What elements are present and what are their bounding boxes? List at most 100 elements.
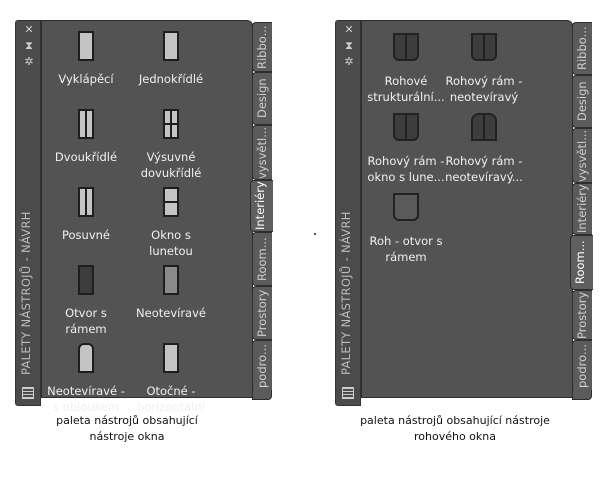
auto-hide-icon[interactable]: ⧗: [345, 39, 353, 52]
palette-title: PALETY NÁSTROJŮ - NÁVRH: [19, 211, 33, 375]
tool-item-label: Otočné - horizontální: [137, 384, 205, 414]
tool-item[interactable]: Roh - otvor s rámem: [364, 191, 448, 269]
tab-ribbo[interactable]: Ribbo...: [252, 22, 272, 72]
tilt-window-icon: [71, 29, 101, 63]
window-frame: [163, 343, 179, 373]
tool-palette-corner-windows: ✕ ⧗ ✲ PALETY NÁSTROJŮ - NÁVRH Rohové struktu…: [335, 20, 593, 406]
tool-item[interactable]: Výsuvné dovukřídlé: [129, 107, 213, 185]
caption-left: paleta nástrojů obsahující nástroje okna: [27, 413, 227, 445]
caption-line: paleta nástrojů obsahující: [56, 414, 198, 427]
tool-item[interactable]: Rohový rám - okno s lune...: [364, 111, 448, 189]
tool-item-label: Neotevíravé - s obloukem: [47, 384, 125, 414]
palette-title-bar[interactable]: ✕ ⧗ ✲ PALETY NÁSTROJŮ - NÁVRH: [15, 20, 41, 406]
tab-vysvtl[interactable]: vysvětl...: [252, 125, 272, 180]
tool-item[interactable]: Rohové strukturální...: [364, 31, 448, 109]
tab-prostory[interactable]: Prostory: [252, 286, 272, 340]
tool-item-label: Jednokřídlé: [138, 72, 204, 86]
stray-dot: [314, 233, 316, 235]
caption-line: rohového okna: [413, 430, 496, 443]
palette-menu-icon[interactable]: [342, 387, 354, 399]
corner-line: [483, 33, 485, 61]
caption-line: paleta nástrojů obsahující nástroje: [360, 414, 550, 427]
caption-right: paleta nástrojů obsahující nástroje rohov…: [335, 413, 575, 445]
tool-item[interactable]: Neotevíravé - s obloukem: [44, 341, 128, 419]
caption-line: nástroje okna: [89, 430, 165, 443]
tool-item[interactable]: Vyklápěcí: [44, 29, 128, 107]
auto-hide-icon[interactable]: ⧗: [25, 39, 33, 52]
tab-room[interactable]: Room...: [570, 235, 593, 290]
tool-item[interactable]: Otočné - horizontální: [129, 341, 213, 419]
tool-item[interactable]: Neotevíravé: [129, 263, 213, 341]
corner-structural-window-icon: [391, 31, 421, 65]
palette-content: Rohové strukturální...Rohový rám - neote…: [361, 20, 573, 398]
transom-window-icon: [156, 185, 186, 219]
tool-item-label: Neotevíravé: [136, 306, 206, 320]
tool-item-label: Rohový rám - okno s lune...: [367, 154, 445, 184]
mullion: [85, 109, 87, 139]
corner-line: [405, 33, 407, 61]
tab-stack-edge: [252, 390, 272, 400]
properties-icon[interactable]: ✲: [344, 55, 354, 68]
tool-item-label: Výsuvné dovukřídlé: [140, 150, 202, 180]
tab-interiry[interactable]: Interiéry: [250, 180, 273, 232]
double-casement-window-icon: [71, 107, 101, 141]
tab-vysvtl[interactable]: vysvětl...: [572, 128, 592, 183]
tool-item-label: Rohový rám - neotevíravý: [445, 74, 523, 104]
tool-item-label: Rohový rám - neotevíravý...: [445, 154, 523, 184]
tool-item[interactable]: Rohový rám - neotevíravý...: [442, 111, 526, 189]
tab-interiry[interactable]: Interiéry: [572, 183, 592, 235]
corner-line: [405, 113, 407, 141]
rail: [163, 201, 179, 203]
palette-title-bar[interactable]: ✕ ⧗ ✲ PALETY NÁSTROJŮ - NÁVRH: [335, 20, 361, 406]
tab-design[interactable]: Design: [252, 72, 272, 125]
tab-prostory[interactable]: Prostory: [572, 290, 592, 340]
tool-item[interactable]: Posuvné: [44, 185, 128, 263]
corner-frame: [393, 193, 419, 221]
tool-item-label: Rohové strukturální...: [367, 74, 445, 104]
tab-stack-edge: [572, 390, 592, 400]
tool-item-label: Roh - otvor s rámem: [369, 234, 443, 264]
tool-item-label: Posuvné: [61, 228, 110, 242]
fixed-window-icon: [156, 263, 186, 297]
corner-frame-transom-icon: [391, 111, 421, 145]
tool-item[interactable]: Okno s lunetou: [129, 185, 213, 263]
tool-item-label: Otvor s rámem: [65, 306, 107, 336]
corner-frame-fixed-icon: [469, 31, 499, 65]
tab-design[interactable]: Design: [572, 75, 592, 128]
tool-item-label: Vyklápěcí: [58, 72, 114, 86]
corner-framed-opening-icon: [391, 191, 421, 225]
tool-item-label: Dvoukřídlé: [54, 150, 118, 164]
tool-item[interactable]: Jednokřídlé: [129, 29, 213, 107]
corner-line: [483, 113, 485, 141]
palette-title: PALETY NÁSTROJŮ - NÁVRH: [339, 211, 353, 375]
tab-podro[interactable]: podro...: [252, 340, 272, 392]
window-frame: [78, 265, 94, 295]
window-frame: [78, 343, 94, 373]
arched-fixed-window-icon: [71, 341, 101, 375]
corner-frame-arched-icon: [469, 111, 499, 145]
tab-room[interactable]: Room...: [252, 232, 272, 286]
window-frame: [163, 31, 179, 61]
tool-item[interactable]: Dvoukřídlé: [44, 107, 128, 185]
double-hung-window-icon: [156, 107, 186, 141]
tool-item[interactable]: Otvor s rámem: [44, 263, 128, 341]
palette-menu-icon[interactable]: [22, 387, 34, 399]
tool-item[interactable]: Rohový rám - neotevíravý: [442, 31, 526, 109]
tab-podro[interactable]: podro...: [572, 340, 592, 392]
close-icon[interactable]: ✕: [24, 23, 34, 36]
tab-ribbo[interactable]: Ribbo...: [572, 22, 592, 75]
horizontal-pivot-window-icon: [156, 341, 186, 375]
tool-item-label: Okno s lunetou: [149, 228, 193, 258]
framed-opening-icon: [71, 263, 101, 297]
tool-palette-windows: ✕ ⧗ ✲ PALETY NÁSTROJŮ - NÁVRH Vyklápěcí Jedno…: [15, 20, 273, 414]
close-icon[interactable]: ✕: [344, 23, 354, 36]
window-frame: [163, 265, 179, 295]
properties-icon[interactable]: ✲: [24, 55, 34, 68]
window-frame: [78, 31, 94, 61]
single-casement-window-icon: [156, 29, 186, 63]
sliding-window-icon: [71, 185, 101, 219]
rail: [163, 123, 179, 125]
